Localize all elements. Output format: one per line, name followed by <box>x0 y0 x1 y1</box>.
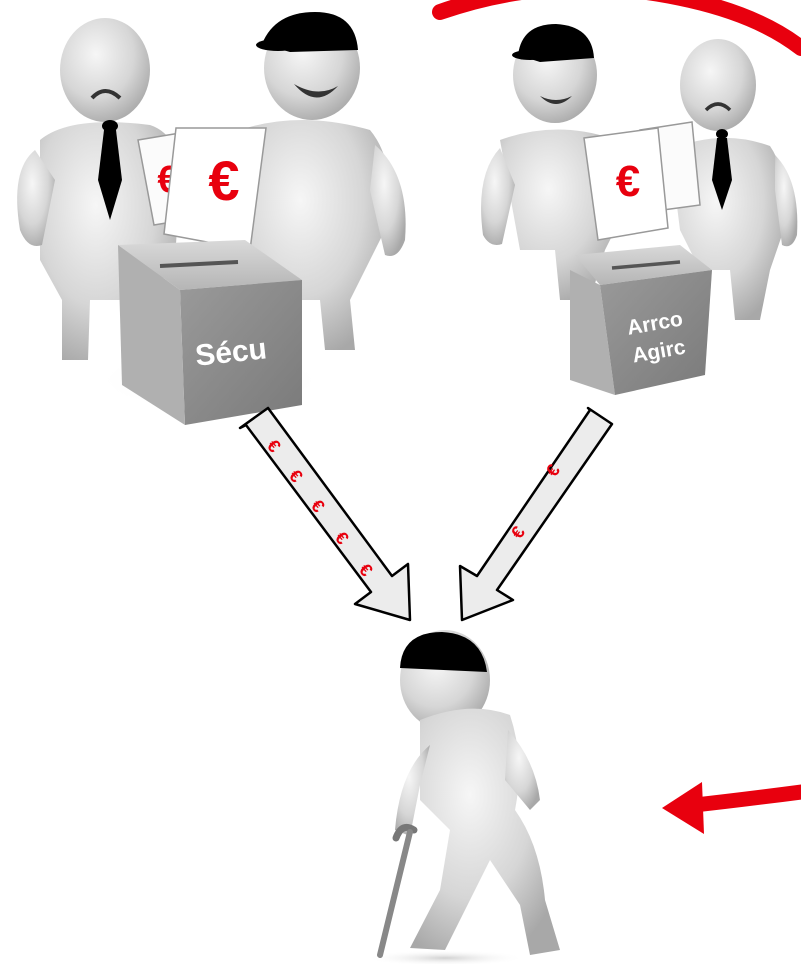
tie-icon <box>98 120 122 220</box>
secu-label: Sécu <box>194 332 269 372</box>
cane-icon <box>377 823 418 958</box>
arrow-arrco-agirc-to-retiree: € € <box>458 406 614 622</box>
left-group: € € Sécu <box>17 12 406 425</box>
curved-arrow-top <box>432 0 801 56</box>
arrow-secu-to-retiree: € € € € € <box>238 406 412 622</box>
ballot-box-arrco-agirc: Arrco Agirc <box>570 245 712 395</box>
euro-note-icon: € <box>583 127 669 241</box>
cap-icon <box>256 12 358 52</box>
curved-arrow-icon <box>662 782 801 834</box>
euro-symbol: € <box>208 149 239 212</box>
cap-icon <box>512 24 594 62</box>
euro-note-icon: € <box>163 127 267 251</box>
euro-symbol: € <box>616 157 640 206</box>
ballot-box-secu: Sécu <box>118 240 302 425</box>
retiree-figure <box>365 630 560 966</box>
cap-icon <box>400 632 487 672</box>
tie-icon <box>712 129 732 210</box>
right-group: € Arrco Agirc <box>481 24 798 395</box>
